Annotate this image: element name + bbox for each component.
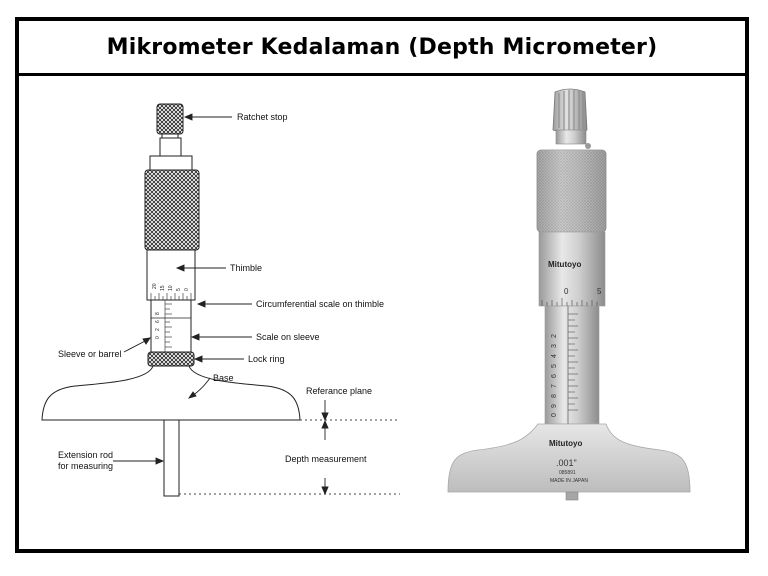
photo-brand-base: Mitutoyo <box>549 439 582 448</box>
label-sleeve-or-barrel: Sleeve or barrel <box>58 349 122 359</box>
sleeve-number: 8 <box>155 312 161 315</box>
thimble-number: 15 <box>160 285 166 291</box>
photo-sleeve-number: 2 <box>551 334 558 338</box>
photo-serial: 085891 <box>559 470 576 476</box>
thimble-knurl-shape <box>144 169 200 251</box>
photo-sleeve-number: 7 <box>551 384 558 388</box>
sleeve-number: 6 <box>155 320 161 323</box>
label-reference-plane: Referance plane <box>306 386 372 396</box>
base-shape <box>41 365 301 421</box>
sleeve-number: 2 <box>155 328 161 331</box>
lock-ring-shape <box>147 351 195 367</box>
thimble-number: 5 <box>176 288 182 291</box>
photo-sleeve-number: 8 <box>551 394 558 398</box>
label-ratchet-stop: Ratchet stop <box>237 112 288 122</box>
sleeve-number: 0 <box>155 336 161 339</box>
photo-sleeve-number: 9 <box>551 404 558 408</box>
photo-thimble-five: 5 <box>597 287 602 296</box>
sleeve-scale-marks <box>164 300 172 352</box>
leader-lines <box>113 113 252 465</box>
ratchet-stop-shape <box>156 103 184 135</box>
photo-sleeve-number: 6 <box>551 374 558 378</box>
label-scale-on-sleeve: Scale on sleeve <box>256 332 320 342</box>
depth-arrows <box>321 400 329 496</box>
extension-rod-shape <box>163 419 180 497</box>
label-lock-ring: Lock ring <box>248 354 285 364</box>
photo-made-in: MADE IN JAPAN <box>550 478 588 484</box>
photo-sleeve-number: 4 <box>551 354 558 358</box>
label-thimble: Thimble <box>230 263 262 273</box>
label-extension-rod-line2: for measuring <box>58 461 113 471</box>
thimble-shape <box>146 249 196 301</box>
photo-thimble-plain <box>538 231 606 307</box>
title-bar: Mikrometer Kedalaman (Depth Micrometer) <box>19 21 745 76</box>
thimble-number: 20 <box>152 283 158 289</box>
thimble-number: 10 <box>168 285 174 291</box>
label-extension-rod-line1: Extension rod <box>58 450 113 460</box>
photo-sleeve-number: 5 <box>551 364 558 368</box>
photo-resolution: .001" <box>556 458 577 468</box>
label-depth-measurement: Depth measurement <box>285 454 367 464</box>
thimble-scale-marks <box>150 293 192 300</box>
photo-brand-top: Mitutoyo <box>548 260 581 269</box>
page-title: Mikrometer Kedalaman (Depth Micrometer) <box>106 34 658 60</box>
photo-ratchet-shape <box>552 88 588 134</box>
photo-sleeve <box>544 305 600 425</box>
thimble-number: 0 <box>184 288 190 291</box>
photo-base <box>447 423 691 493</box>
micrometer-photo: Mitutoyo 0 5 0 9 8 7 <box>447 88 691 501</box>
photo-thimble-zero: 0 <box>564 287 569 296</box>
label-circumferential-scale: Circumferential scale on thimble <box>256 299 384 309</box>
label-base: Base <box>213 373 234 383</box>
sleeve-shape <box>150 299 192 353</box>
figure-frame: Mikrometer Kedalaman (Depth Micrometer) <box>15 17 749 553</box>
photo-sleeve-number: 3 <box>551 344 558 348</box>
micrometer-drawing: 20 15 10 5 0 0 2 6 8 <box>41 103 400 497</box>
photo-sleeve-number: 0 <box>551 413 558 417</box>
